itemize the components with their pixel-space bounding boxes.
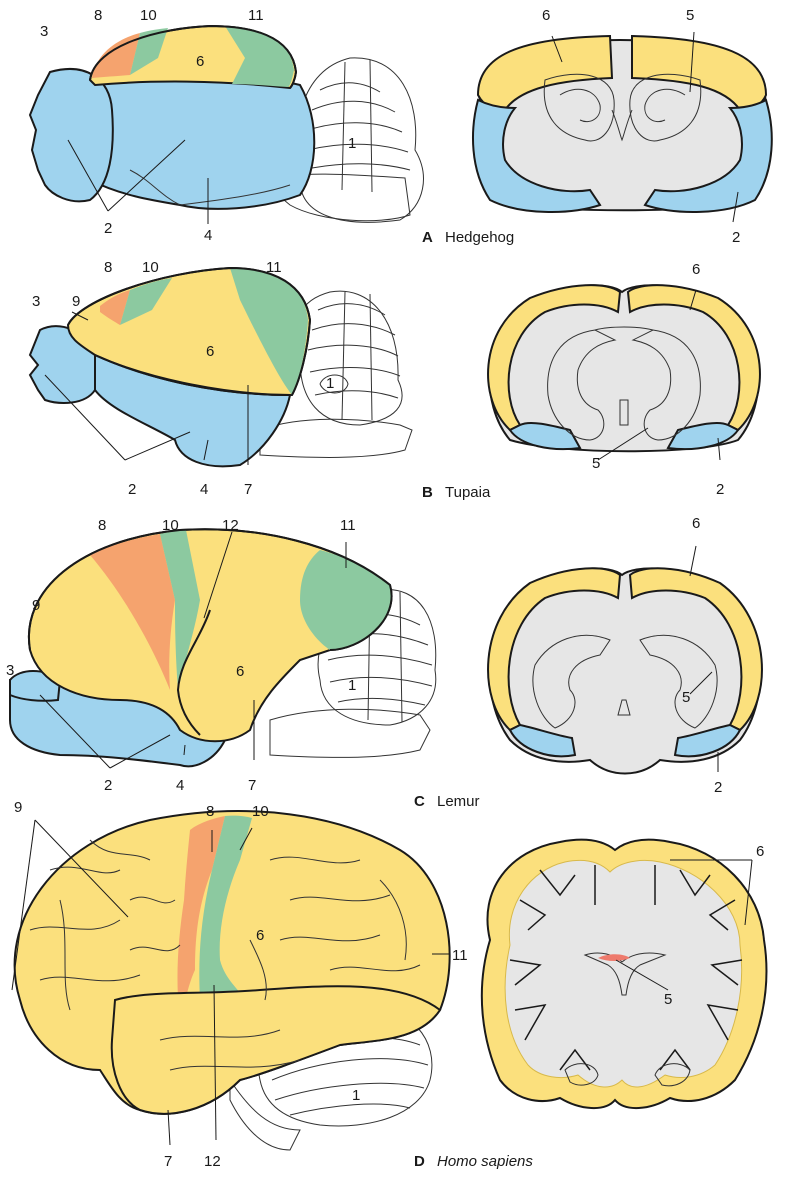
caption-name-hedgehog: Hedgehog xyxy=(445,229,514,246)
label-6: 6 xyxy=(256,927,264,944)
human-brainstem xyxy=(230,1080,300,1150)
label-10: 10 xyxy=(140,7,157,24)
label-11: 11 xyxy=(340,517,356,534)
caption-letter-c: C xyxy=(414,793,425,810)
label-3: 3 xyxy=(32,293,40,310)
caption-letter-a: A xyxy=(422,229,433,246)
label-7: 7 xyxy=(244,481,252,498)
hedgehog-piriform-lobe xyxy=(84,77,315,209)
human-temporal-lobe xyxy=(112,986,440,1114)
tupaia-coronal-section xyxy=(488,285,760,460)
label-12: 12 xyxy=(222,517,239,534)
label-6: 6 xyxy=(196,53,204,70)
caption-letter-d: D xyxy=(414,1153,425,1170)
label-1: 1 xyxy=(348,135,356,152)
tupaia-brainstem xyxy=(260,419,412,457)
lemur-lateral-view xyxy=(10,529,436,768)
label-6: 6 xyxy=(692,261,700,278)
panel-a: 3 8 10 11 6 1 2 4 6 5 2 A xyxy=(30,7,772,246)
label-5: 5 xyxy=(686,7,694,24)
label-12: 12 xyxy=(204,1153,221,1170)
label-10: 10 xyxy=(252,803,269,820)
label-6: 6 xyxy=(756,843,764,860)
human-lateral-view xyxy=(12,811,450,1150)
label-1: 1 xyxy=(352,1087,360,1104)
caption-name-lemur: Lemur xyxy=(437,793,480,810)
caption-name-tupaia: Tupaia xyxy=(445,484,491,501)
label-7: 7 xyxy=(248,777,256,794)
tupaia-cerebellum xyxy=(296,291,402,425)
label-9: 9 xyxy=(14,799,22,816)
label-8: 8 xyxy=(104,259,112,276)
label-2: 2 xyxy=(732,229,740,246)
label-5: 5 xyxy=(682,689,690,706)
label-8: 8 xyxy=(94,7,102,24)
tupaia-lateral-view xyxy=(30,268,412,466)
label-5: 5 xyxy=(592,455,600,472)
label-6: 6 xyxy=(206,343,214,360)
label-10: 10 xyxy=(142,259,159,276)
caption-letter-b: B xyxy=(422,484,433,501)
label-2: 2 xyxy=(714,779,722,796)
label-10: 10 xyxy=(162,517,179,534)
label-11: 11 xyxy=(266,259,282,276)
lemur-coronal-section xyxy=(488,546,762,774)
label-6: 6 xyxy=(692,515,700,532)
panel-c: 9 3 8 10 12 11 6 1 2 4 7 6 5 2 C Lemur xyxy=(6,515,762,810)
label-3: 3 xyxy=(40,23,48,40)
label-1: 1 xyxy=(348,677,356,694)
label-11: 11 xyxy=(248,7,264,24)
label-2: 2 xyxy=(104,220,112,237)
label-6: 6 xyxy=(236,663,244,680)
label-4: 4 xyxy=(204,227,212,244)
label-4: 4 xyxy=(176,777,184,794)
label-5: 5 xyxy=(664,991,672,1008)
label-2: 2 xyxy=(104,777,112,794)
label-11: 11 xyxy=(452,947,468,964)
hedgehog-olfactory-bulb xyxy=(30,69,113,201)
label-4: 4 xyxy=(200,481,208,498)
panel-b: 3 9 8 10 11 6 1 2 4 7 6 5 2 B Tupaia xyxy=(30,259,760,501)
lemur-brainstem xyxy=(270,709,430,757)
label-1: 1 xyxy=(326,375,334,392)
hedgehog-lateral-view xyxy=(30,26,423,224)
label-6: 6 xyxy=(542,7,550,24)
label-9: 9 xyxy=(72,293,80,310)
human-coronal-section xyxy=(482,840,767,1108)
label-3: 3 xyxy=(6,662,14,679)
human-coronal-white-matter xyxy=(505,860,742,1087)
label-7: 7 xyxy=(164,1153,172,1170)
label-9: 9 xyxy=(32,597,40,614)
label-8: 8 xyxy=(98,517,106,534)
panel-d: 9 8 10 6 11 1 7 12 6 5 xyxy=(12,799,766,1170)
label-2: 2 xyxy=(716,481,724,498)
caption-name-homo-sapiens: Homo sapiens xyxy=(437,1153,533,1170)
hedgehog-cerebellum xyxy=(297,58,424,222)
label-2: 2 xyxy=(128,481,136,498)
label-8: 8 xyxy=(206,803,214,820)
hedgehog-coronal-section xyxy=(473,32,772,222)
